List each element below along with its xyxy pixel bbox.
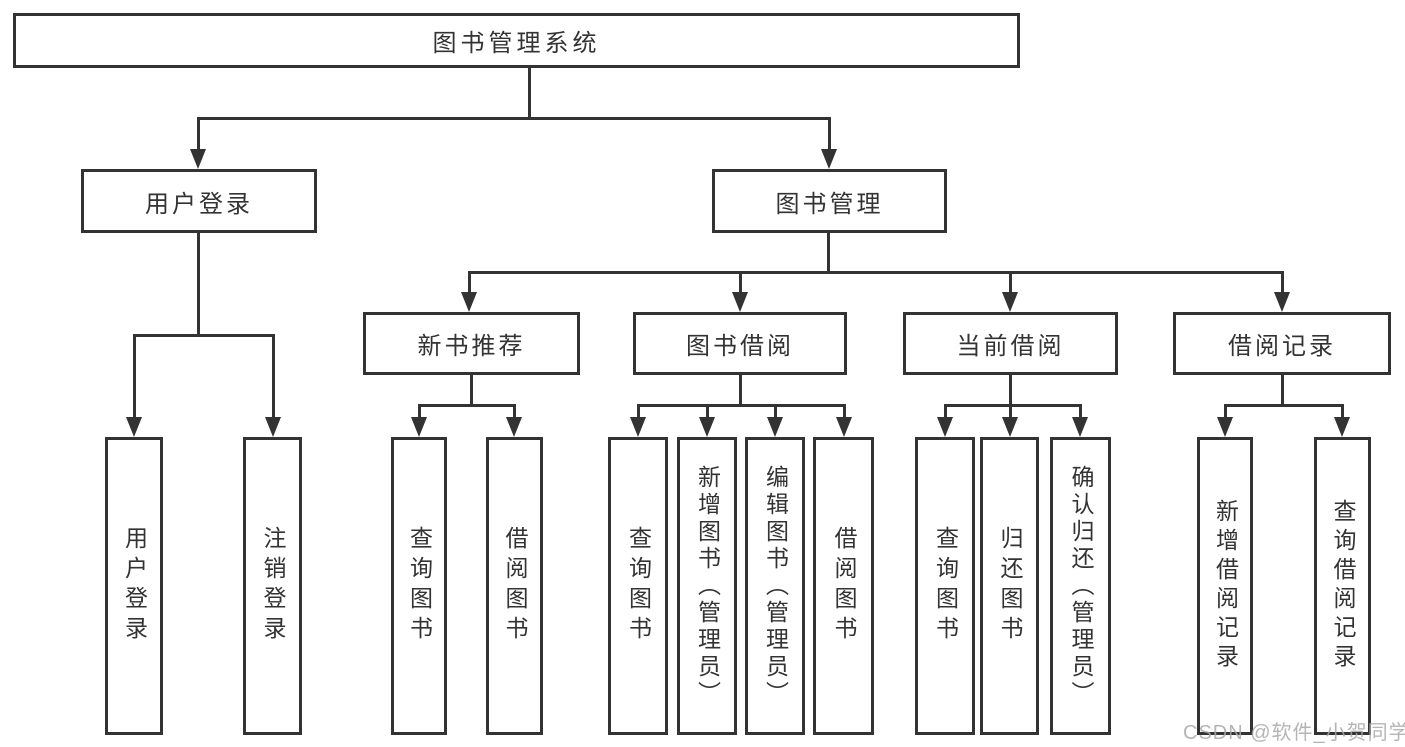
node-root-label: 图书管理系统 — [432, 30, 601, 57]
borrowing-trunk-line — [739, 375, 742, 406]
leaf-borrow-query: 查询图书 — [608, 437, 668, 735]
arrow-stem-to-newbook-query — [418, 404, 421, 420]
management-trunk-line — [827, 233, 830, 274]
root-trunk-line — [528, 67, 531, 119]
arrow-stem-to-current-borrowing — [1009, 271, 1012, 294]
arrow-stem-to-records-query — [1341, 404, 1344, 420]
leaf-newbook-query: 查询图书 — [391, 437, 447, 735]
arrow-stem-to-book-management — [828, 117, 831, 150]
arrow-head-to-records-query — [1334, 417, 1350, 437]
leaf-borrow-query-label: 查询图书 — [625, 526, 652, 646]
leaf-current-return: 归还图书 — [980, 437, 1039, 735]
arrow-head-to-leaf-login — [126, 417, 142, 437]
arrow-head-to-user-login — [190, 149, 206, 169]
arrow-head-to-borrow-query — [630, 417, 646, 437]
arrow-head-to-records-add — [1217, 417, 1233, 437]
arrow-stem-to-current-query — [944, 404, 947, 420]
arrow-stem-to-borrow-records — [1281, 271, 1284, 294]
arrow-head-to-newbook-borrow — [506, 417, 522, 437]
arrow-stem-to-book-borrowing — [739, 271, 742, 294]
root-split-line — [197, 117, 830, 120]
leaf-newbook-borrow: 借阅图书 — [486, 437, 543, 735]
node-user-login-label: 用户登录 — [145, 190, 253, 218]
leaf-current-confirm-admin: 确认归还（管理员） — [1050, 437, 1111, 735]
arrow-head-to-leaf-logout — [265, 417, 281, 437]
arrow-head-to-borrow-borrow — [836, 417, 852, 437]
leaf-records-query: 查询借阅记录 — [1314, 437, 1371, 735]
leaf-user-logout-label: 注销登录 — [260, 526, 286, 646]
arrow-head-to-borrow-add — [699, 417, 715, 437]
arrow-stem-to-borrow-add — [706, 404, 709, 420]
leaf-current-return-label: 归还图书 — [997, 526, 1023, 646]
current-split-line — [944, 404, 1082, 407]
node-new-book-recommend: 新书推荐 — [363, 312, 580, 375]
user-trunk-line — [197, 233, 200, 336]
current-trunk-line — [1009, 375, 1012, 406]
node-current-borrowing: 当前借阅 — [903, 312, 1118, 375]
node-book-management: 图书管理 — [712, 169, 947, 233]
node-borrow-records-label: 借阅记录 — [1228, 333, 1336, 360]
management-split-line — [468, 271, 1284, 274]
leaf-borrow-edit-admin-label: 编辑图书（管理员） — [762, 464, 789, 708]
leaf-newbook-query-label: 查询图书 — [406, 526, 433, 646]
arrow-stem-to-borrow-edit — [774, 404, 777, 420]
leaf-records-add: 新增借阅记录 — [1197, 437, 1253, 735]
arrow-stem-to-borrow-query — [637, 404, 640, 420]
arrow-head-to-current-confirm — [1072, 417, 1088, 437]
leaf-user-logout: 注销登录 — [243, 437, 302, 735]
leaf-borrow-edit-admin: 编辑图书（管理员） — [745, 437, 805, 735]
user-split-line — [133, 334, 275, 337]
leaf-newbook-borrow-label: 借阅图书 — [502, 526, 528, 646]
leaf-current-query: 查询图书 — [915, 437, 975, 735]
arrow-stem-to-new-book — [468, 271, 471, 294]
leaf-records-add-label: 新增借阅记录 — [1212, 499, 1239, 673]
arrow-stem-to-records-add — [1224, 404, 1227, 420]
leaf-borrow-add-admin: 新增图书（管理员） — [677, 437, 737, 735]
arrow-stem-to-leaf-logout — [272, 334, 275, 418]
arrow-stem-to-current-confirm — [1079, 404, 1082, 420]
arrow-head-to-book-management — [821, 149, 837, 169]
arrow-head-to-new-book — [461, 292, 477, 312]
arrow-head-to-current-query — [937, 417, 953, 437]
arrow-head-to-newbook-query — [411, 417, 427, 437]
arrow-stem-to-newbook-borrow — [513, 404, 516, 420]
leaf-records-query-label: 查询借阅记录 — [1330, 499, 1356, 673]
node-borrow-records: 借阅记录 — [1173, 312, 1391, 375]
arrow-stem-to-user-login — [197, 117, 200, 150]
arrow-head-to-book-borrowing — [732, 292, 748, 312]
records-trunk-line — [1281, 375, 1284, 406]
leaf-user-login-label: 用户登录 — [121, 526, 148, 646]
node-current-borrowing-label: 当前借阅 — [956, 333, 1065, 360]
newbook-split-line — [418, 404, 516, 407]
leaf-current-confirm-admin-label: 确认归还（管理员） — [1068, 464, 1094, 708]
arrow-stem-to-borrow-borrow — [843, 404, 846, 420]
node-new-book-recommend-label: 新书推荐 — [417, 333, 526, 360]
node-book-borrowing: 图书借阅 — [633, 312, 847, 375]
leaf-current-query-label: 查询图书 — [932, 526, 959, 646]
arrow-head-to-borrow-records — [1274, 292, 1290, 312]
arrow-head-to-borrow-edit — [767, 417, 783, 437]
leaf-borrow-borrow: 借阅图书 — [813, 437, 874, 735]
arrow-head-to-current-borrowing — [1002, 292, 1018, 312]
node-book-borrowing-label: 图书借阅 — [686, 333, 794, 360]
leaf-borrow-borrow-label: 借阅图书 — [831, 526, 857, 646]
borrowing-split-line — [637, 404, 845, 407]
arrow-head-to-current-return — [1002, 417, 1018, 437]
records-split-line — [1224, 404, 1343, 407]
arrow-stem-to-leaf-login — [133, 334, 136, 418]
csdn-watermark: CSDN @软件_小贺同学 — [1183, 722, 1405, 744]
node-book-management-label: 图书管理 — [775, 190, 884, 218]
node-root-system: 图书管理系统 — [13, 13, 1020, 68]
node-user-login: 用户登录 — [81, 169, 317, 233]
leaf-borrow-add-admin-label: 新增图书（管理员） — [694, 464, 721, 708]
newbook-trunk-line — [470, 375, 473, 406]
arrow-stem-to-current-return — [1009, 404, 1012, 420]
leaf-user-login: 用户登录 — [105, 437, 163, 735]
